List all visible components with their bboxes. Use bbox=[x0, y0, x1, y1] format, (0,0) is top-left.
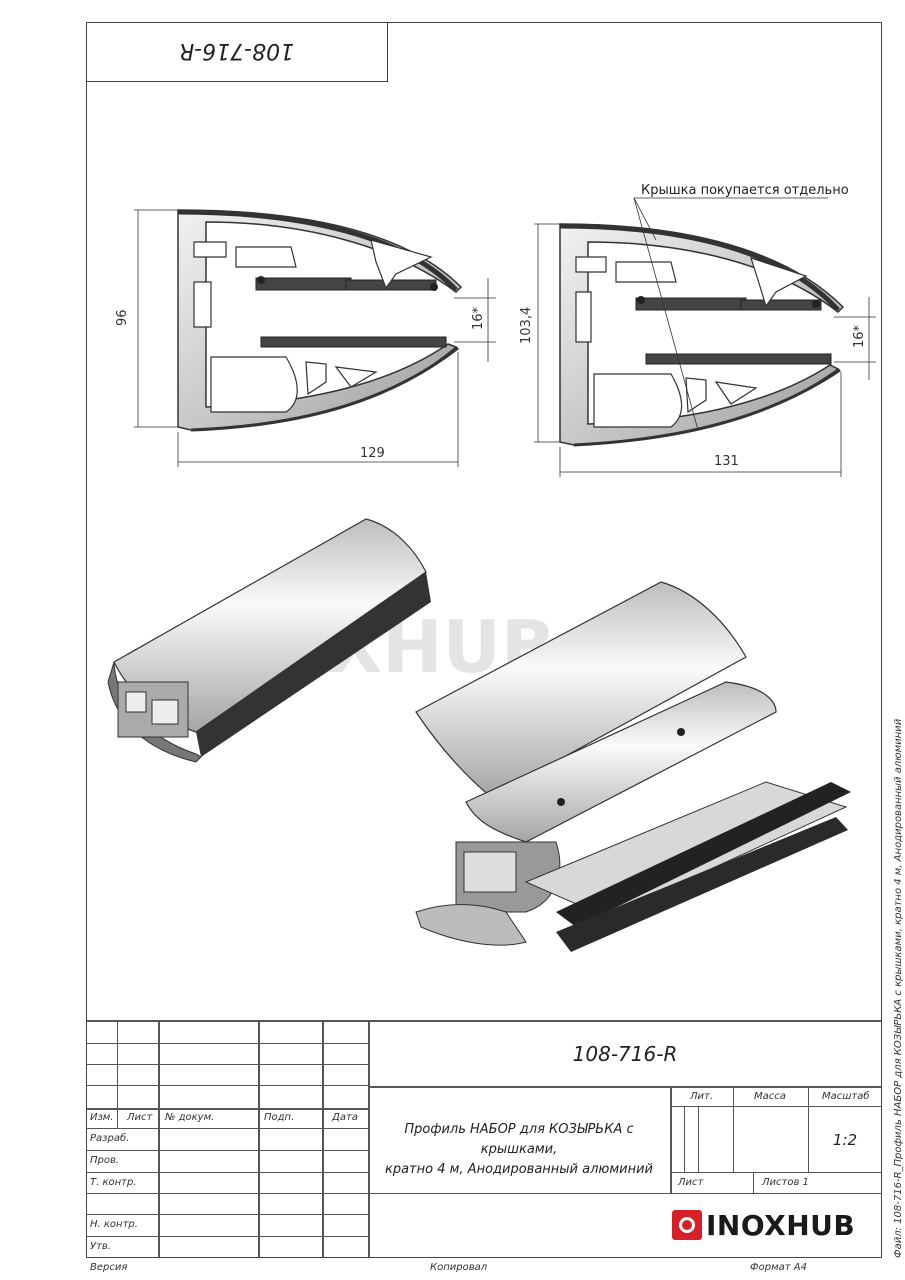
right-gap-dim: 16* bbox=[852, 324, 867, 348]
left-height-dim: 96 bbox=[115, 309, 130, 326]
right-height-dim: 103,4 bbox=[519, 307, 534, 344]
stamp-box: 108-716-R bbox=[86, 22, 388, 82]
left-width-dim: 129 bbox=[360, 446, 385, 461]
footer-copied: Копировал bbox=[430, 1262, 488, 1273]
col-doc: № докум. bbox=[165, 1112, 215, 1123]
logo-text: INOXHUB bbox=[706, 1208, 856, 1242]
role-checker: Пров. bbox=[90, 1155, 120, 1166]
footer-format: Формат А4 bbox=[750, 1262, 807, 1273]
description-line-2: кратно 4 м, Анодированный алюминий bbox=[384, 1162, 654, 1177]
drawing-description: Профиль НАБОР для КОЗЫРЬКА с крышками, к… bbox=[370, 1120, 668, 1180]
scale-value: 1:2 bbox=[832, 1131, 858, 1149]
role-tech-control: Т. контр. bbox=[90, 1177, 137, 1188]
inoxhub-logo: INOXHUB bbox=[672, 1205, 880, 1245]
description-line-1: Профиль НАБОР для КОЗЫРЬКА с крышками, bbox=[404, 1122, 634, 1157]
sheets-count: Листов 1 bbox=[762, 1177, 809, 1188]
role-developer: Разраб. bbox=[90, 1133, 130, 1144]
file-name-note: Файл: 108-716-R_Профиль НАБОР для КОЗЫРЬ… bbox=[893, 718, 904, 1258]
col-list: Лист bbox=[127, 1112, 153, 1123]
left-dimensions: 96 129 16* bbox=[115, 209, 496, 467]
role-approved: Утв. bbox=[90, 1241, 111, 1252]
left-profile-section bbox=[177, 209, 463, 432]
lit-label: Лит. bbox=[690, 1091, 714, 1102]
stamp-code: 108-716-R bbox=[178, 38, 295, 63]
drawing-frame bbox=[86, 22, 882, 1258]
mass-label: Масса bbox=[754, 1091, 786, 1102]
logo-mark-icon bbox=[672, 1210, 702, 1240]
right-dimensions: 103,4 131 16* bbox=[519, 223, 876, 477]
sheet-label: Лист bbox=[678, 1177, 704, 1188]
callout-label: Крышка покупается отдельно bbox=[641, 183, 849, 198]
assembled-3d-view bbox=[107, 518, 431, 763]
exploded-3d-view bbox=[415, 581, 851, 952]
col-sign: Подп. bbox=[264, 1112, 295, 1123]
role-norm-control: Н. контр. bbox=[90, 1219, 138, 1230]
cover-callout: Крышка покупается отдельно bbox=[633, 183, 849, 431]
col-date: Дата bbox=[332, 1112, 358, 1123]
right-width-dim: 131 bbox=[714, 454, 739, 469]
technical-drawing: 96 129 16* 103,4 131 16* bbox=[107, 183, 876, 952]
right-profile-section bbox=[559, 223, 845, 447]
footer-version: Версия bbox=[90, 1262, 128, 1273]
drawing-code: 108-716-R bbox=[572, 1042, 678, 1066]
scale-label: Масштаб bbox=[822, 1091, 870, 1102]
col-izm: Изм. bbox=[90, 1112, 114, 1123]
left-gap-dim: 16* bbox=[471, 306, 486, 330]
